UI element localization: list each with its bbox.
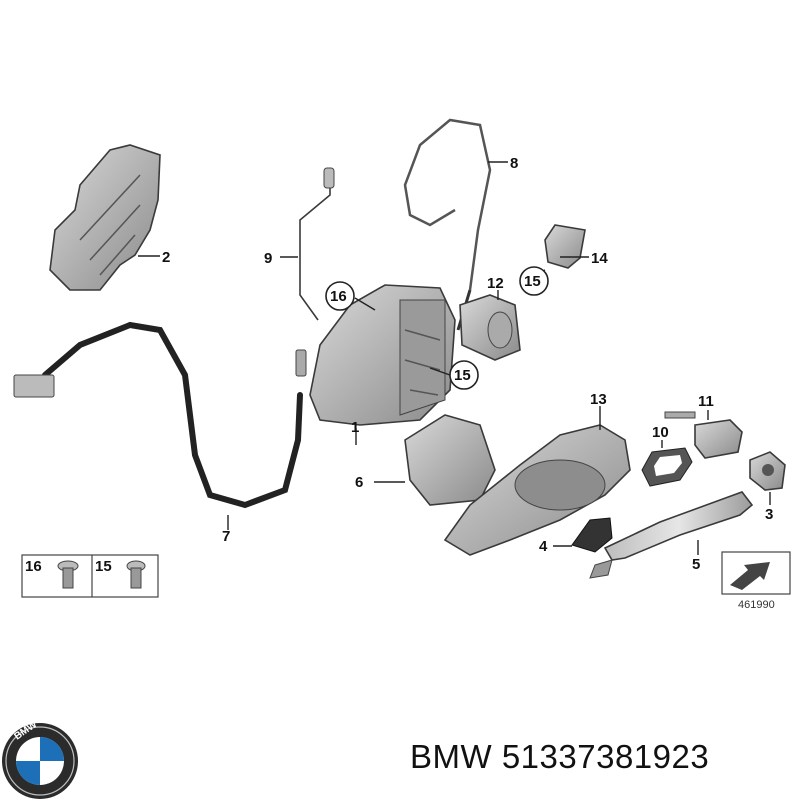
part-4-gasket (571, 517, 613, 553)
legend-label-16: 16 (25, 558, 42, 575)
callout-ring-15b (519, 266, 549, 296)
part-3-cap (749, 451, 786, 491)
arrow-icon (730, 562, 770, 590)
legend-label-15: 15 (95, 558, 112, 575)
callout-10: 10 (652, 424, 669, 441)
brand-part-number: BMW 51337381923 (410, 738, 709, 776)
callout-4: 4 (539, 538, 548, 555)
part-number: 51337381923 (501, 738, 710, 775)
screw-15-icon (126, 560, 146, 589)
callout-9: 9 (264, 250, 272, 267)
callout-ring-16 (325, 281, 355, 311)
part-1-door-lock (309, 284, 456, 426)
bmw-logo: BMW (2, 719, 78, 799)
callout-15a: 15 (454, 367, 471, 384)
part-12-motor (459, 294, 521, 361)
reference-box: 461990 (721, 551, 791, 611)
part-13-handle-carrier (443, 424, 631, 556)
part-11-lock-cylinder (664, 411, 743, 459)
callout-13: 13 (590, 391, 607, 408)
part-6-carrier (404, 414, 496, 506)
part-5-door-handle (589, 491, 754, 579)
screw-legend: 16 15 (21, 554, 159, 598)
brand-name: BMW (410, 738, 493, 775)
callout-2: 2 (162, 249, 170, 266)
part-2-actuator (49, 144, 161, 291)
reference-number: 461990 (738, 599, 775, 611)
callout-14: 14 (591, 250, 608, 267)
callout-3: 3 (765, 506, 773, 523)
callout-16: 16 (330, 288, 347, 305)
screw-16-icon (57, 560, 79, 589)
callout-8: 8 (510, 155, 518, 172)
callout-ring-15a (449, 360, 479, 390)
part-7-cable (13, 321, 307, 509)
callout-7: 7 (222, 528, 230, 545)
part-14-bracket (544, 224, 586, 269)
part-9-rod (299, 167, 335, 321)
callout-5: 5 (692, 556, 700, 573)
callouts: 2 9 8 14 12 1 6 7 13 10 11 3 4 5 16 15 1… (162, 155, 773, 573)
callout-11: 11 (698, 393, 714, 410)
part-10-gasket (641, 447, 693, 487)
callout-12: 12 (487, 275, 504, 292)
callout-6: 6 (355, 474, 363, 491)
callout-1: 1 (351, 419, 359, 436)
callout-15b: 15 (524, 273, 541, 290)
